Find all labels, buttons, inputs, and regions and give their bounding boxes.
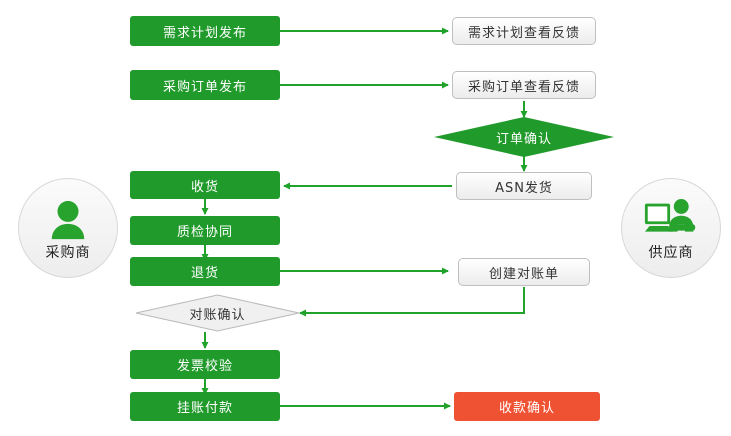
node-order-confirm-label: 订单确认: [495, 131, 552, 147]
node-statement-confirm[interactable]: 对账确认: [135, 294, 300, 332]
node-demand-plan-feedback[interactable]: 需求计划查看反馈: [452, 17, 596, 45]
node-return-goods[interactable]: 退货: [130, 257, 280, 286]
node-receipt-confirm[interactable]: 收款确认: [454, 392, 600, 421]
node-po-feedback[interactable]: 采购订单查看反馈: [452, 71, 596, 99]
node-demand-plan-publish[interactable]: 需求计划发布: [130, 16, 280, 46]
node-quality-collab[interactable]: 质检协同: [130, 216, 280, 245]
node-asn-ship[interactable]: ASN发货: [456, 172, 592, 200]
node-payable-payment[interactable]: 挂账付款: [130, 392, 280, 421]
wire-statement-to-confirm: [299, 287, 525, 317]
actor-supplier-label: 供应商: [648, 244, 694, 261]
node-invoice-check[interactable]: 发票校验: [130, 350, 280, 379]
actor-buyer[interactable]: 采购商: [18, 178, 118, 278]
node-receive-goods[interactable]: 收货: [130, 171, 280, 199]
supplier-computer-person-icon: [643, 195, 699, 241]
node-create-statement[interactable]: 创建对账单: [458, 258, 590, 286]
node-statement-confirm-label: 对账确认: [189, 307, 246, 323]
actor-buyer-label: 采购商: [45, 244, 91, 261]
actor-supplier[interactable]: 供应商: [621, 178, 721, 278]
buyer-person-icon: [40, 195, 96, 241]
node-po-publish[interactable]: 采购订单发布: [130, 70, 280, 100]
node-order-confirm[interactable]: 订单确认: [434, 117, 614, 157]
